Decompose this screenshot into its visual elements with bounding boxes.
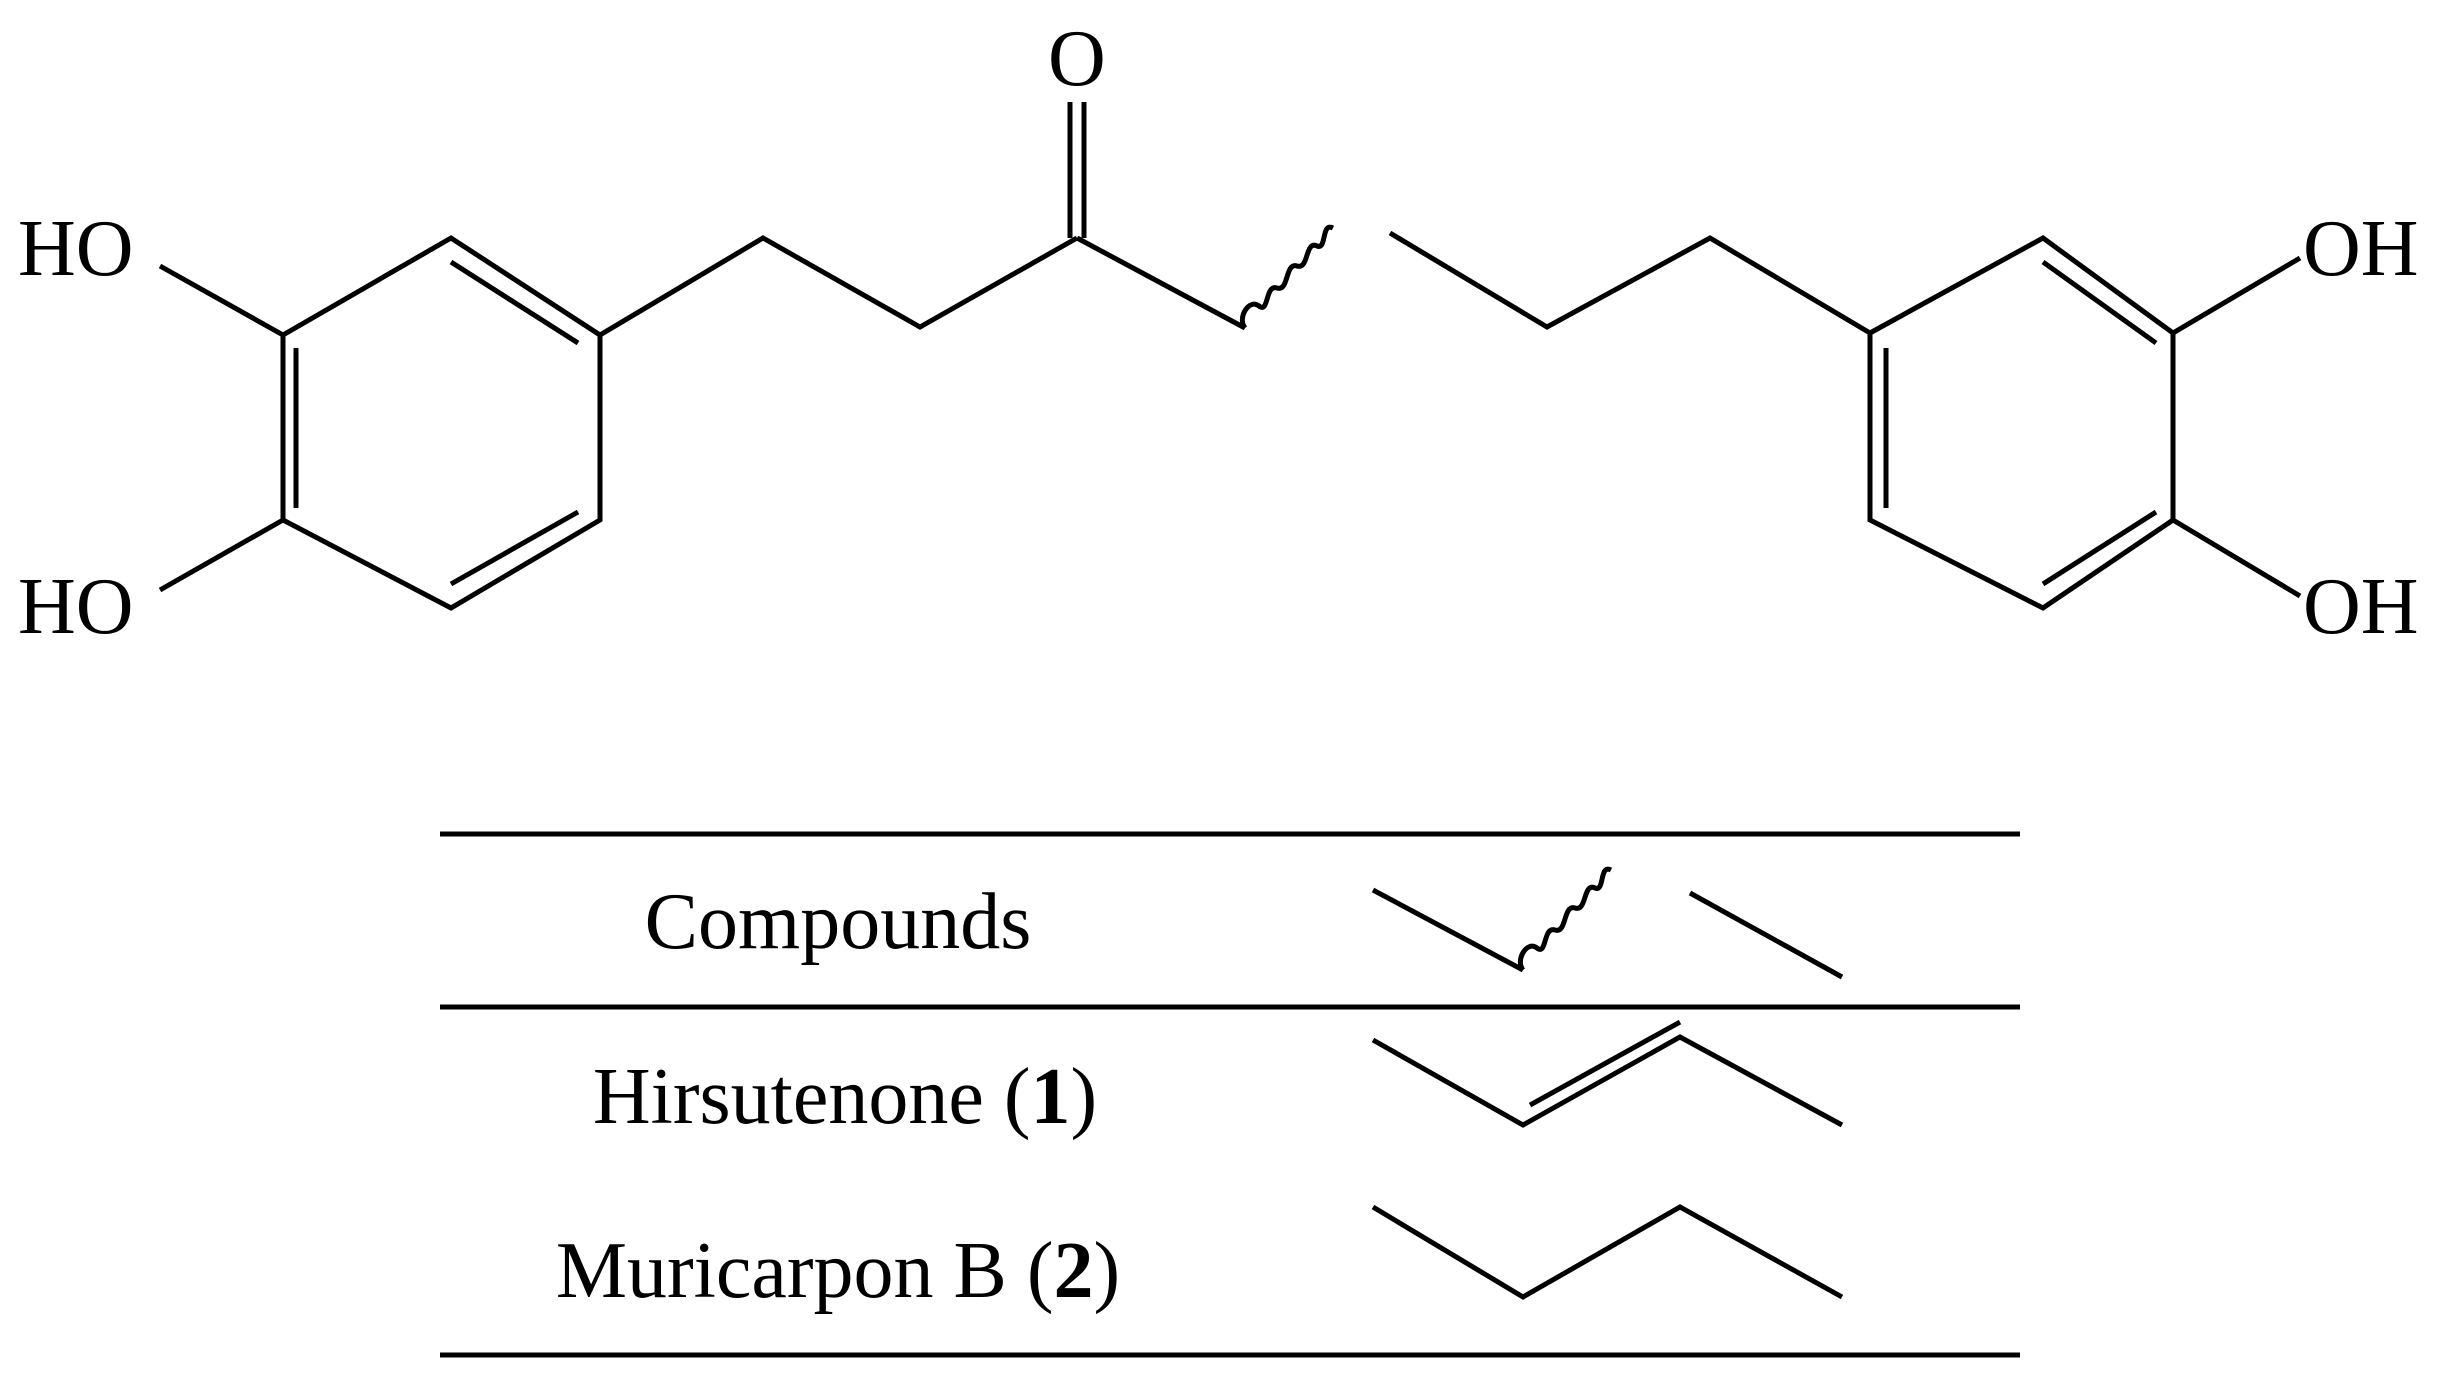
- left-hydroxyl-top-label: HO: [18, 205, 134, 293]
- compound-name-muricarpon-b: Muricarpon B (2): [556, 1227, 1120, 1315]
- wavy-bond-icon: [1239, 224, 1335, 330]
- compounds-table: Compounds Hirsutenone (1) Muricarpon B (…: [440, 831, 2020, 1358]
- trans-double-bond-fragment-icon: [1371, 1019, 1844, 1128]
- right-hydroxyl-bond-top: [2171, 255, 2302, 336]
- left-benzene-ring: [280, 235, 603, 611]
- table-row: Hirsutenone (1): [593, 1019, 1844, 1141]
- right-benzene-ring: [1867, 235, 2176, 611]
- right-alkyl-chain: [1388, 230, 1872, 336]
- compound-name-hirsutenone: Hirsutenone (1): [593, 1053, 1097, 1141]
- left-hydroxyl-bond-bottom: [158, 517, 285, 593]
- ketone-alpha-bond: [1075, 235, 1247, 331]
- table-row: Muricarpon B (2): [556, 1204, 1844, 1315]
- single-bond-fragment-icon: [1371, 1204, 1844, 1300]
- left-hydroxyl-bottom-label: HO: [18, 563, 134, 651]
- left-hydroxyl-bond-top: [158, 263, 285, 338]
- carbonyl-oxygen-label: O: [1048, 15, 1106, 103]
- left-alkyl-chain: [598, 235, 1079, 338]
- right-hydroxyl-bond-bottom: [2171, 517, 2302, 599]
- wavy-bond-fragment-icon: [1371, 866, 1844, 980]
- table-header-compounds: Compounds: [645, 878, 1032, 966]
- right-hydroxyl-bottom-label: OH: [2303, 563, 2419, 651]
- right-hydroxyl-top-label: OH: [2303, 205, 2419, 293]
- molecule-structure: HO HO O OH OH: [18, 15, 2419, 651]
